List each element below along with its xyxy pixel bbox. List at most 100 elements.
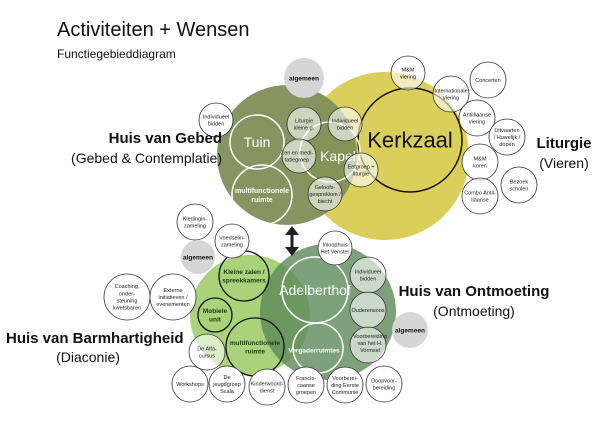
node-circle bbox=[188, 333, 226, 371]
node-label: spreekkamers bbox=[222, 278, 266, 285]
node-label: Kleine zalen / bbox=[223, 269, 264, 276]
node-ind-bidden-adel: Individueel bidden bbox=[349, 256, 387, 294]
node-circle bbox=[171, 365, 209, 403]
node-kleding: Kledingin-zameling bbox=[176, 203, 214, 241]
node-label: Scala bbox=[220, 389, 235, 395]
node-geloofs: Geloofs-gesprekken /biecht bbox=[307, 176, 343, 212]
node-label: Antilliaanse bbox=[463, 112, 491, 118]
node-circle bbox=[432, 75, 470, 113]
node-workshops: Workshops bbox=[171, 365, 209, 403]
node-mm-koren: M&M koren bbox=[461, 143, 499, 181]
node-label: groepen bbox=[296, 390, 316, 396]
node-circle bbox=[197, 297, 233, 333]
page-subtitle: Functiegebieddiagram bbox=[57, 47, 176, 61]
node-concerten: Concerten bbox=[469, 61, 507, 99]
node-label: Vormsel bbox=[360, 348, 380, 354]
node-label: ruimte bbox=[245, 349, 265, 356]
node-label: zameling bbox=[221, 243, 243, 249]
node-alfa: De Alfa-cursus bbox=[188, 333, 226, 371]
node-label: viering bbox=[400, 75, 416, 81]
node-label: dopen bbox=[499, 142, 514, 148]
node-label: bidden bbox=[360, 277, 377, 283]
node-label: M&M bbox=[474, 156, 487, 162]
node-label: Liturgie bbox=[295, 118, 313, 124]
node-label: steuning bbox=[117, 299, 138, 305]
node-label: initiatieven / bbox=[158, 295, 188, 301]
node-label: cursus bbox=[199, 354, 215, 360]
node-circle bbox=[149, 273, 197, 321]
node-label: gesprekken / bbox=[309, 192, 341, 198]
node-label: Adelberthof bbox=[279, 282, 351, 298]
node-label: jeugdgroep bbox=[212, 382, 241, 388]
barmhartigheid-subtitle: (Diaconie) bbox=[56, 349, 120, 365]
node-label: Zen en medi- bbox=[281, 150, 314, 156]
node-label: algemeen bbox=[395, 327, 425, 334]
node-label: ruimte bbox=[251, 197, 273, 204]
node-circle bbox=[231, 164, 293, 226]
gebed-subtitle: (Gebed & Contemplatie) bbox=[71, 150, 222, 166]
node-zen: Zen en medi-tatiegroep bbox=[281, 138, 317, 174]
node-label: Individueel bbox=[332, 118, 358, 124]
node-label: liaanse bbox=[471, 198, 488, 204]
node-circle bbox=[176, 203, 214, 241]
node-label: Concerten bbox=[475, 78, 500, 84]
connection-arrow bbox=[285, 226, 299, 256]
node-circle bbox=[287, 366, 325, 404]
node-label: Individueel bbox=[203, 114, 229, 120]
liturgie-title: Liturgie bbox=[537, 135, 592, 152]
node-circle bbox=[181, 240, 215, 274]
node-label: bidden bbox=[208, 122, 225, 128]
node-label: onder- bbox=[119, 291, 135, 297]
node-label: liturgie bbox=[353, 172, 369, 178]
node-label: De Alfa- bbox=[197, 346, 217, 352]
node-circle bbox=[281, 138, 317, 174]
liturgie-subtitle: (Vieren) bbox=[539, 155, 589, 171]
node-kinderwoord: Kinderwoord-dienst bbox=[248, 368, 286, 406]
node-label: Doopvoor- bbox=[371, 378, 397, 384]
node-label: kwetsbaren bbox=[113, 306, 141, 312]
barmhartigheid-title: Huis van Barmhartigheid bbox=[6, 330, 184, 347]
node-label: multifunctionele bbox=[230, 340, 281, 347]
node-label: Voedselin- bbox=[219, 235, 245, 241]
node-label: Uitvaarten bbox=[494, 128, 519, 134]
node-label: van het H. bbox=[357, 341, 383, 347]
page-title: Activiteiten + Wensen bbox=[57, 19, 250, 41]
node-circle bbox=[248, 368, 286, 406]
node-circle bbox=[488, 118, 526, 156]
node-circle bbox=[390, 55, 426, 91]
node-label: bidden bbox=[337, 126, 354, 132]
node-label: Tuin bbox=[244, 134, 271, 150]
node-label: De bbox=[223, 375, 230, 381]
node-label: Internationale bbox=[434, 88, 467, 94]
node-label: viering bbox=[469, 120, 485, 126]
node-circle bbox=[343, 152, 379, 188]
node-ind-bidden-kapel: Individueel bidden bbox=[327, 106, 363, 142]
node-circle bbox=[317, 230, 353, 266]
node-label: Mobiele bbox=[203, 308, 228, 315]
node-label: Externe bbox=[164, 288, 183, 294]
node-label: Individueel bbox=[355, 269, 381, 275]
node-ind-bidden-out: Individueel bidden bbox=[198, 102, 234, 138]
node-label: / Huwelijk / bbox=[494, 135, 521, 141]
node-label: Het Venster bbox=[321, 250, 350, 256]
node-label: Kledingin- bbox=[183, 216, 208, 222]
node-doop: Doopvoor-bereiding bbox=[365, 365, 403, 403]
node-label: koren bbox=[473, 164, 487, 170]
node-label: evenementen bbox=[156, 302, 189, 308]
node-label: scholen bbox=[510, 187, 529, 193]
node-label: viering bbox=[443, 96, 459, 102]
node-label: Combo Antil- bbox=[464, 190, 496, 196]
node-kerkzaal: Kerkzaal bbox=[357, 87, 463, 193]
node-label: zameling bbox=[184, 224, 206, 230]
node-circle bbox=[500, 166, 538, 204]
